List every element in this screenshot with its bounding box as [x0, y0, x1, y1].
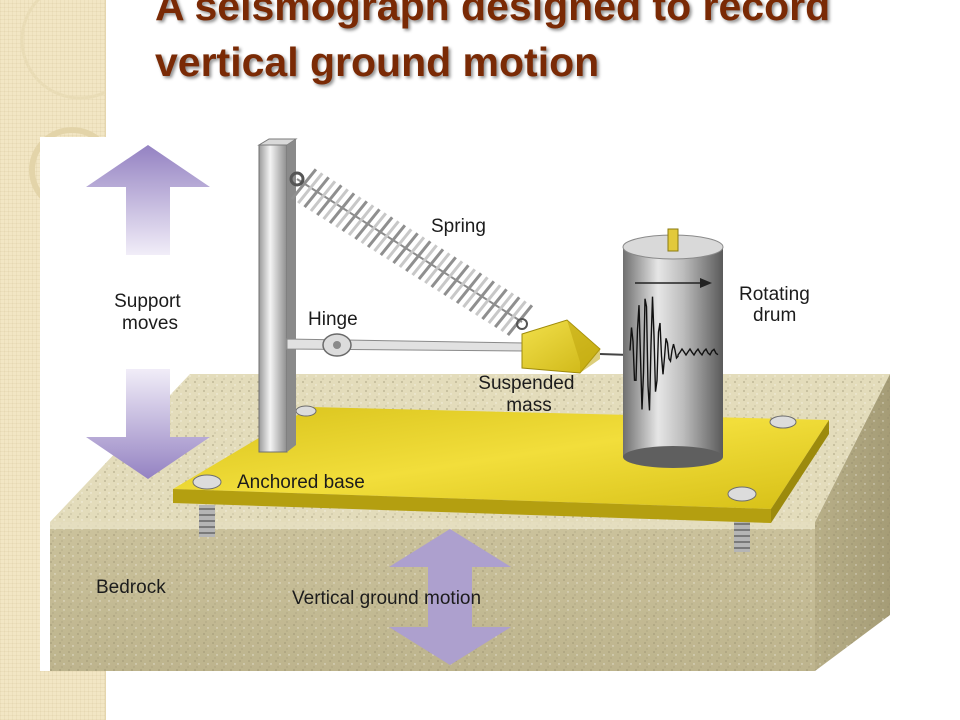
- spring-coil: [468, 280, 495, 313]
- support-moves-label-line-1: Support: [114, 291, 181, 312]
- spring-coil: [494, 296, 521, 329]
- spring-coil: [335, 196, 362, 229]
- seismograph-figure: Support moves Spring Hinge Rotating drum…: [40, 137, 918, 671]
- support-moves-label-line-2: moves: [122, 313, 178, 334]
- bedrock-label: Bedrock: [96, 577, 166, 598]
- slide-title: A seismograph designed to record vertica…: [155, 0, 831, 85]
- spring-coil: [430, 256, 457, 289]
- spring-coil: [411, 244, 438, 277]
- support-moves-arrow-up: [86, 145, 210, 255]
- anchor-screws: [199, 505, 750, 552]
- support-moves-arrow-down: [86, 369, 210, 479]
- spring-coil: [449, 268, 476, 301]
- spring-coil: [328, 192, 356, 225]
- spring-coil: [316, 184, 343, 217]
- spring-coil: [354, 208, 381, 241]
- spring-coil: [303, 176, 330, 209]
- screw-left: [199, 505, 215, 537]
- spring-coil: [309, 180, 337, 213]
- spring-coil: [347, 204, 375, 237]
- suspended-mass-label-line-1: Suspended: [478, 373, 574, 394]
- hinge-label: Hinge: [308, 309, 358, 330]
- spring-label: Spring: [431, 216, 486, 237]
- spring-coil: [290, 168, 318, 201]
- seismic-trace: [629, 296, 719, 411]
- rotating-drum-label: Rotating drum: [739, 284, 815, 326]
- suspended-mass-label: Suspended mass: [478, 373, 579, 416]
- spring-coil: [392, 232, 419, 265]
- rotating-drum-label-line-2: drum: [753, 305, 796, 326]
- spring-coil: [436, 260, 464, 293]
- rotating-drum: [622, 228, 724, 468]
- spring-coil: [443, 264, 470, 297]
- suspended-mass: [516, 318, 631, 374]
- rotating-drum-label-line-1: Rotating: [739, 284, 810, 305]
- spring-coil: [386, 228, 413, 261]
- spring-coil: [373, 220, 400, 253]
- spring-coil: [405, 240, 432, 273]
- spring-coil: [297, 172, 324, 205]
- screw-right: [734, 520, 750, 552]
- vertical-ground-motion-label: Vertical ground motion: [292, 588, 481, 609]
- spring-coil: [500, 300, 527, 333]
- seismograph-diagram: Support moves Spring Hinge Rotating drum…: [50, 138, 890, 671]
- spring-coil: [487, 292, 515, 325]
- spring-coil: [360, 212, 387, 245]
- spring-coil: [462, 276, 489, 309]
- suspended-mass-label-line-2: mass: [506, 395, 551, 416]
- spring: [289, 168, 534, 337]
- spring-coil: [322, 188, 349, 221]
- support-moves-label: Support moves: [114, 291, 186, 334]
- hinge-boom: [286, 333, 526, 357]
- spring-coil: [379, 224, 407, 257]
- spring-coil: [366, 216, 394, 249]
- spring-coil: [417, 248, 445, 281]
- support-frame: [257, 138, 298, 453]
- anchored-base-label: Anchored base: [237, 472, 365, 493]
- ground-motion-arrow: [389, 529, 511, 665]
- spring-coil: [424, 252, 451, 285]
- spring-coil: [398, 236, 426, 269]
- spring-coil: [474, 284, 502, 317]
- spring-coil: [455, 272, 483, 305]
- spring-coil: [481, 288, 508, 321]
- spring-coil: [341, 200, 368, 233]
